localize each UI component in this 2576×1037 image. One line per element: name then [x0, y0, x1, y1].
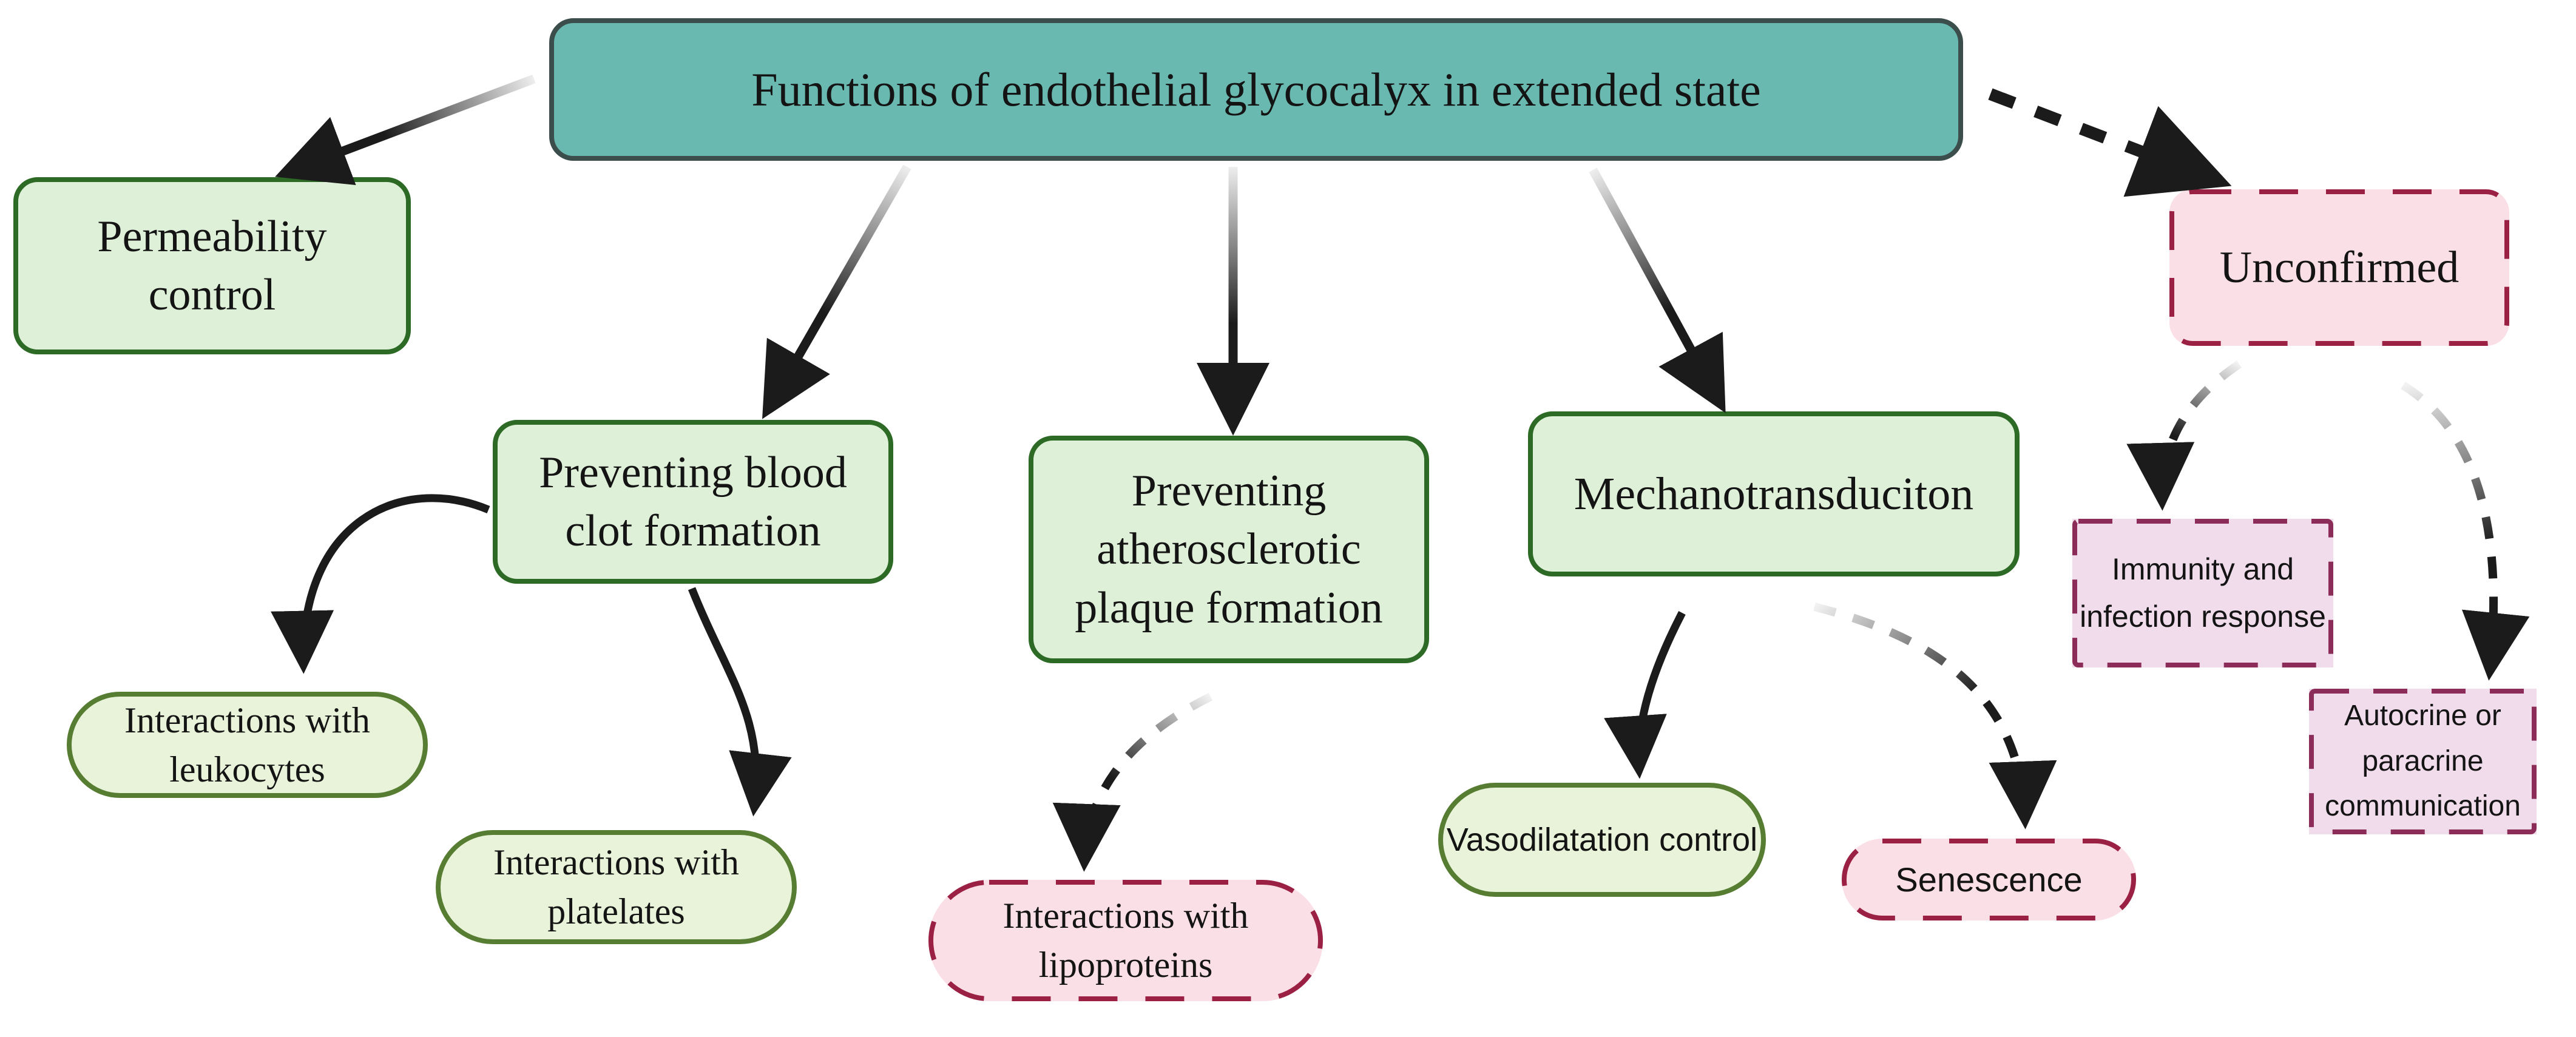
edge-title-to-unconfirmed-arrow [1988, 88, 2232, 197]
node-senescence: Senescence [1842, 839, 2136, 920]
node-preventing-atherosclerotic: Preventing atherosclerotic plaque format… [1029, 436, 1429, 663]
edge-unconfirmed-to-autocrine-arrow [2401, 382, 2530, 681]
node-unconfirmed: Unconfirmed [2169, 189, 2509, 346]
node-mechanotransduction: Mechanotransduciton [1528, 411, 2020, 576]
node-label: Unconfirmed [2219, 242, 2459, 292]
edge-title-to-preventing-blood-clot-arrow [762, 164, 911, 419]
node-title: Functions of endothelial glycocalyx in e… [549, 18, 1963, 161]
node-label: Permeability control [97, 211, 327, 320]
node-vasodilatation-control: Vasodilatation control [1438, 783, 1766, 897]
node-immunity-infection-response: Immunity and infection response [2072, 519, 2333, 667]
node-label: Interactions with leukocytes [124, 700, 370, 789]
node-autocrine-paracrine-communication: Autocrine or paracrine communication [2309, 689, 2537, 834]
node-preventing-blood-clot: Preventing blood clot formation [493, 420, 893, 584]
edge-title-to-permeability-arrow [275, 74, 536, 186]
edge-title-to-mechanotransduction-arrow [1589, 167, 1726, 413]
node-label: Mechanotransduciton [1574, 468, 1974, 519]
node-interactions-lipoproteins: Interactions with lipoproteins [928, 880, 1323, 1001]
edge-blood-clot-to-leukocytes-arrow [271, 494, 490, 674]
edge-blood-clot-to-platelates-arrow [688, 587, 792, 817]
node-label: Senescence [1895, 860, 2083, 899]
edge-mechanotransduction-to-senescence-arrow [1813, 603, 2057, 829]
node-label: Immunity and infection response [2080, 552, 2326, 633]
node-label: Vasodilatation control [1446, 821, 1758, 858]
node-permeability-control: Permeability control [13, 177, 411, 354]
node-interactions-leukocytes: Interactions with leukocytes [67, 692, 428, 798]
edge-atherosclerotic-to-lipoproteins-arrow [1052, 692, 1213, 872]
edge-mechanotransduction-to-vasodilatation-arrow [1604, 611, 1686, 779]
node-label: Interactions with lipoproteins [1002, 896, 1249, 985]
node-label: Preventing atherosclerotic plaque format… [1075, 466, 1383, 633]
edge-unconfirmed-to-immunity-arrow [2126, 360, 2242, 511]
node-label: Interactions with platelates [493, 842, 739, 931]
node-interactions-platelates: Interactions with platelates [436, 830, 797, 944]
title-label: Functions of endothelial glycocalyx in e… [751, 62, 1761, 116]
node-label: Autocrine or paracrine communication [2325, 700, 2521, 823]
node-label: Preventing blood clot formation [539, 447, 847, 556]
